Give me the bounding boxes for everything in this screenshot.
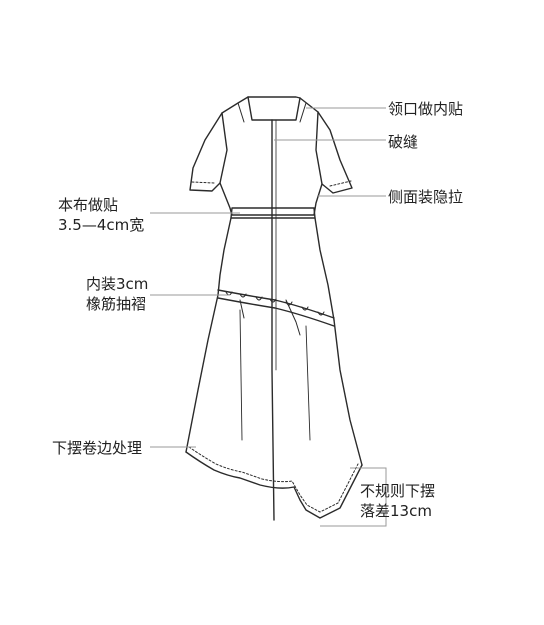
left-sleeve-seam xyxy=(219,112,228,184)
right-sleeve-hem xyxy=(329,180,352,187)
elastic-band-bottom xyxy=(217,297,335,327)
label-elastic: 内装3cm 橡筋抽褶 xyxy=(86,274,148,314)
center-seam xyxy=(271,119,275,521)
hem-stitching xyxy=(188,446,359,513)
skirt-upper-left xyxy=(217,217,232,296)
drape-fold-2 xyxy=(239,299,245,319)
label-waist-line1: 本布做贴 xyxy=(58,196,119,214)
label-waist-line2: 3.5—4cm宽 xyxy=(58,216,145,234)
right-sleeve-seam xyxy=(315,111,323,185)
label-hem-rolled: 下摆卷边处理 xyxy=(52,439,143,457)
drape-fold-1 xyxy=(285,299,301,336)
label-seam: 破缝 xyxy=(388,133,419,151)
waistband xyxy=(230,207,316,219)
label-neckline: 领口做内贴 xyxy=(388,100,464,118)
label-elastic-line1: 内装3cm xyxy=(86,275,149,293)
left-sleeve-hem xyxy=(191,181,215,184)
side-drape-left xyxy=(239,309,243,441)
leader-hem-irregular xyxy=(320,467,387,527)
side-drape-right xyxy=(305,325,311,441)
label-hem-irregular-line2: 落差13cm xyxy=(360,502,432,520)
neckline xyxy=(247,96,301,121)
label-waist-facing: 本布做贴 3.5—4cm宽 xyxy=(58,195,144,235)
hem-irregular xyxy=(185,451,363,519)
neckline-facing xyxy=(237,102,307,123)
label-elastic-line2: 橡筋抽褶 xyxy=(86,295,147,313)
bodice-outline xyxy=(189,96,353,216)
skirt-upper-right xyxy=(314,217,335,321)
label-hem-irregular: 不规则下摆 落差13cm xyxy=(360,481,435,521)
skirt-lower-left xyxy=(185,294,219,453)
label-zipper: 侧面装隐拉 xyxy=(388,188,464,206)
skirt-lower-right xyxy=(333,319,363,466)
label-hem-irregular-line1: 不规则下摆 xyxy=(360,482,436,500)
